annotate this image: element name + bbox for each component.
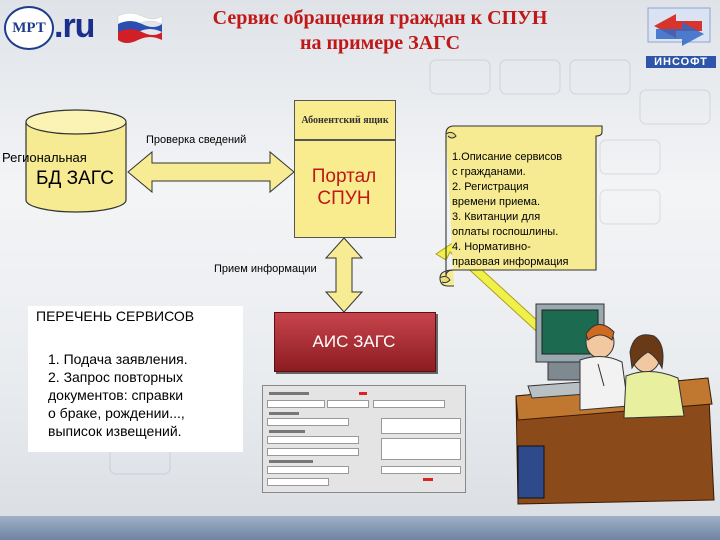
portal-box — [294, 140, 396, 238]
form-label-line — [269, 392, 309, 395]
ais-zags-box — [274, 312, 436, 372]
form-marker — [359, 392, 367, 395]
russian-flag-icon — [117, 12, 163, 43]
receive-arrow — [324, 237, 364, 313]
form-field — [267, 418, 349, 426]
mpt-logo: МРТ — [4, 6, 54, 50]
insoft-logo-icon — [647, 7, 711, 46]
form-screenshot — [262, 385, 466, 493]
office-workers-illustration — [515, 303, 715, 505]
subscriber-box: Абонентский ящик — [294, 100, 396, 140]
form-field — [267, 436, 359, 444]
form-field — [267, 400, 325, 408]
form-field — [267, 448, 359, 456]
bottom-decorative-bar — [0, 516, 720, 540]
check-arrow — [127, 150, 295, 194]
form-field — [267, 478, 329, 486]
ais-zags-label: АИС ЗАГС — [312, 332, 396, 351]
form-field — [267, 466, 349, 474]
form-field — [327, 400, 369, 408]
scroll-line: 1.Описание сервисов — [452, 151, 563, 163]
db-label-regional: Региональная — [2, 150, 87, 165]
scroll-line: правовая информация — [452, 256, 569, 268]
db-label-name: БД ЗАГС — [36, 168, 114, 189]
service-item: о браке, рождении..., — [48, 405, 185, 421]
service-item: документов: справки — [48, 387, 184, 403]
form-label-line — [269, 412, 299, 415]
portal-label-line-1: Портал — [311, 166, 377, 187]
portal-label: Портал СПУН — [294, 166, 394, 210]
portal-label-line-2: СПУН — [317, 188, 371, 209]
form-field — [381, 438, 461, 460]
service-item: выписок извещений. — [48, 423, 182, 439]
services-scroll — [439, 125, 603, 287]
form-label-line — [269, 430, 305, 433]
subscriber-box-label: Абонентский ящик — [301, 114, 389, 126]
title-line-1: Сервис обращения граждан к СПУН — [212, 7, 548, 29]
scroll-line: оплаты госпошлины. — [452, 226, 559, 238]
form-marker — [423, 478, 433, 481]
title-line-2: на примере ЗАГС — [299, 32, 461, 54]
scroll-line: времени приема. — [452, 196, 541, 208]
service-item: 1. Подача заявления. — [48, 351, 188, 367]
service-item: 2. Запрос повторных — [48, 369, 183, 385]
page-title: Сервис обращения граждан к СПУН на приме… — [160, 6, 600, 56]
scroll-line: 4. Нормативно- — [452, 241, 531, 253]
services-panel — [28, 306, 243, 452]
form-field — [381, 418, 461, 434]
form-label-line — [269, 460, 313, 463]
scroll-line: с гражданами. — [452, 166, 526, 178]
scroll-line: 3. Квитанции для — [452, 211, 541, 223]
form-field — [381, 466, 461, 474]
services-title: ПЕРЕЧЕНЬ СЕРВИСОВ — [36, 308, 195, 324]
scroll-text: 1.Описание сервисов с гражданами. 2. Рег… — [452, 150, 592, 270]
receive-edge-label: Прием информации — [214, 263, 317, 275]
check-edge-label: Проверка сведений — [146, 134, 247, 146]
form-field — [373, 400, 445, 408]
regional-db-cylinder — [25, 109, 127, 213]
ru-logo: .ru — [54, 6, 164, 46]
scroll-line: 2. Регистрация — [452, 181, 529, 193]
insoft-logo-text: ИНСОФТ — [646, 56, 716, 68]
ru-logo-text: .ru — [54, 7, 95, 45]
